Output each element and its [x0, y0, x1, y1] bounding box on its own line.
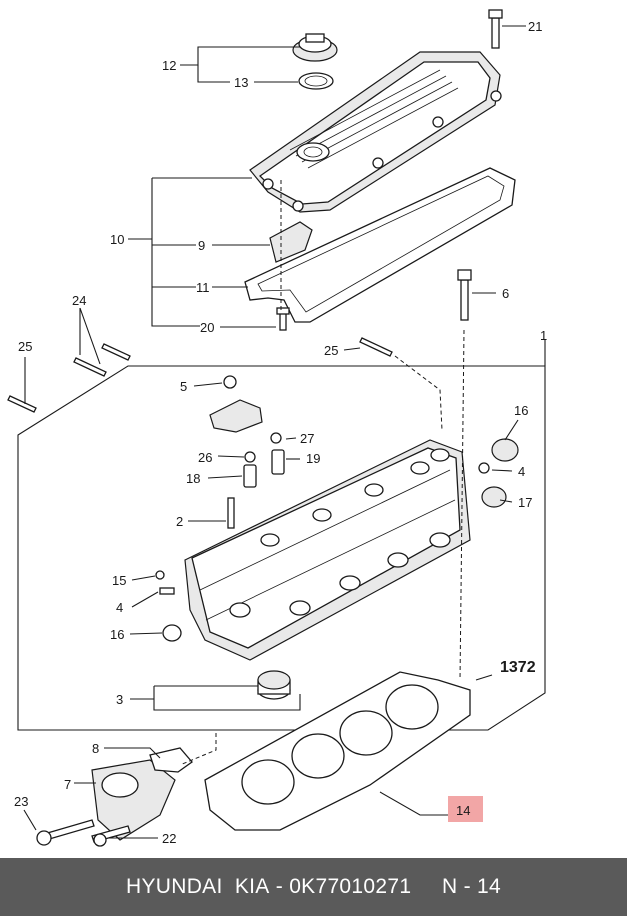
- valve-cover-gasket: [244, 167, 516, 323]
- filler-cap-gasket: [298, 72, 334, 90]
- dashed-guide-stud: [394, 355, 443, 431]
- callout-11: 11: [196, 280, 210, 295]
- callout-14: 14: [456, 803, 470, 818]
- callout-1: 1: [540, 328, 547, 343]
- callout-12: 12: [162, 58, 176, 73]
- callout-19: 19: [306, 451, 320, 466]
- callout-16-left: 16: [110, 627, 124, 642]
- stud-25a: [7, 395, 37, 413]
- callout-5: 5: [180, 379, 187, 394]
- stud-24b: [101, 343, 131, 361]
- assembly-outline-box: [17, 365, 546, 731]
- callout-25-right: 25: [324, 343, 338, 358]
- callout-23: 23: [14, 794, 28, 809]
- part-14-highlight: [448, 796, 483, 822]
- cylinder-head: [184, 439, 471, 661]
- leader-lines: [23, 25, 546, 839]
- bolt-4-right: [478, 462, 490, 474]
- outlet-gasket-8: [149, 747, 193, 773]
- callout-26: 26: [198, 450, 212, 465]
- reference-code-1372: 1372: [500, 659, 536, 676]
- callout-13: 13: [234, 75, 248, 90]
- valve-lifter-19: [271, 449, 285, 475]
- valve-lifter-18: [243, 464, 257, 488]
- footer-separator: -: [269, 875, 290, 898]
- callout-17: 17: [518, 495, 532, 510]
- callout-24: 24: [72, 293, 86, 308]
- callout-7: 7: [64, 777, 71, 792]
- callout-22: 22: [162, 831, 176, 846]
- bolt-22: [91, 825, 131, 847]
- callout-16-right: 16: [514, 403, 528, 418]
- cover-bolt-21: [488, 9, 503, 49]
- footer-brand: HYUNDAI KIA: [125, 875, 270, 898]
- callout-25-left: 25: [18, 339, 32, 354]
- washer-26: [244, 451, 256, 463]
- stud-24a: [73, 357, 107, 377]
- callout-20: 20: [200, 320, 214, 335]
- callout-2: 2: [176, 514, 183, 529]
- footer-part-number: 0K77010271: [289, 875, 412, 898]
- bolt-23: [36, 819, 95, 846]
- callout-4-left: 4: [116, 600, 123, 615]
- callout-27: 27: [300, 431, 314, 446]
- oil-filler-cap: [292, 33, 338, 62]
- stud-25b: [359, 337, 393, 357]
- callout-4-right: 4: [518, 464, 525, 479]
- callout-6: 6: [502, 286, 509, 301]
- footer-gap: [411, 875, 442, 899]
- callout-3: 3: [116, 692, 123, 707]
- plug-15: [155, 570, 165, 580]
- cover-bolt-20: [276, 307, 290, 331]
- seal-16-right: [491, 438, 519, 462]
- thermostat-housing-3: [257, 670, 291, 700]
- cam-bearing-cap: [209, 399, 263, 433]
- callout-10: 10: [110, 232, 124, 247]
- callout-8: 8: [92, 741, 99, 756]
- seal-16-left: [162, 624, 182, 642]
- nut-5: [223, 375, 237, 389]
- head-gasket: [204, 671, 471, 831]
- dowel-2: [227, 497, 235, 529]
- plug-17: [481, 486, 507, 508]
- callout-21: 21: [528, 19, 542, 34]
- part-number-footer: HYUNDAI KIA - 0K77010271 N - 14: [0, 858, 627, 916]
- head-bolt-6: [457, 269, 472, 321]
- callout-9: 9: [198, 238, 205, 253]
- footer-position: N - 14: [442, 875, 501, 898]
- bolt-4-left: [159, 587, 175, 595]
- callout-18: 18: [186, 471, 200, 486]
- callout-15: 15: [112, 573, 126, 588]
- dashed-guide-bolt: [459, 329, 465, 681]
- seal-27: [270, 432, 282, 444]
- valve-cover: [249, 51, 502, 213]
- exploded-parts-diagram: 12 13 21 10 9 11 20 6 24 25 25 1 5 16 27…: [7, 9, 547, 847]
- water-outlet-7: [91, 759, 176, 841]
- dashed-guide-outlet: [179, 733, 217, 766]
